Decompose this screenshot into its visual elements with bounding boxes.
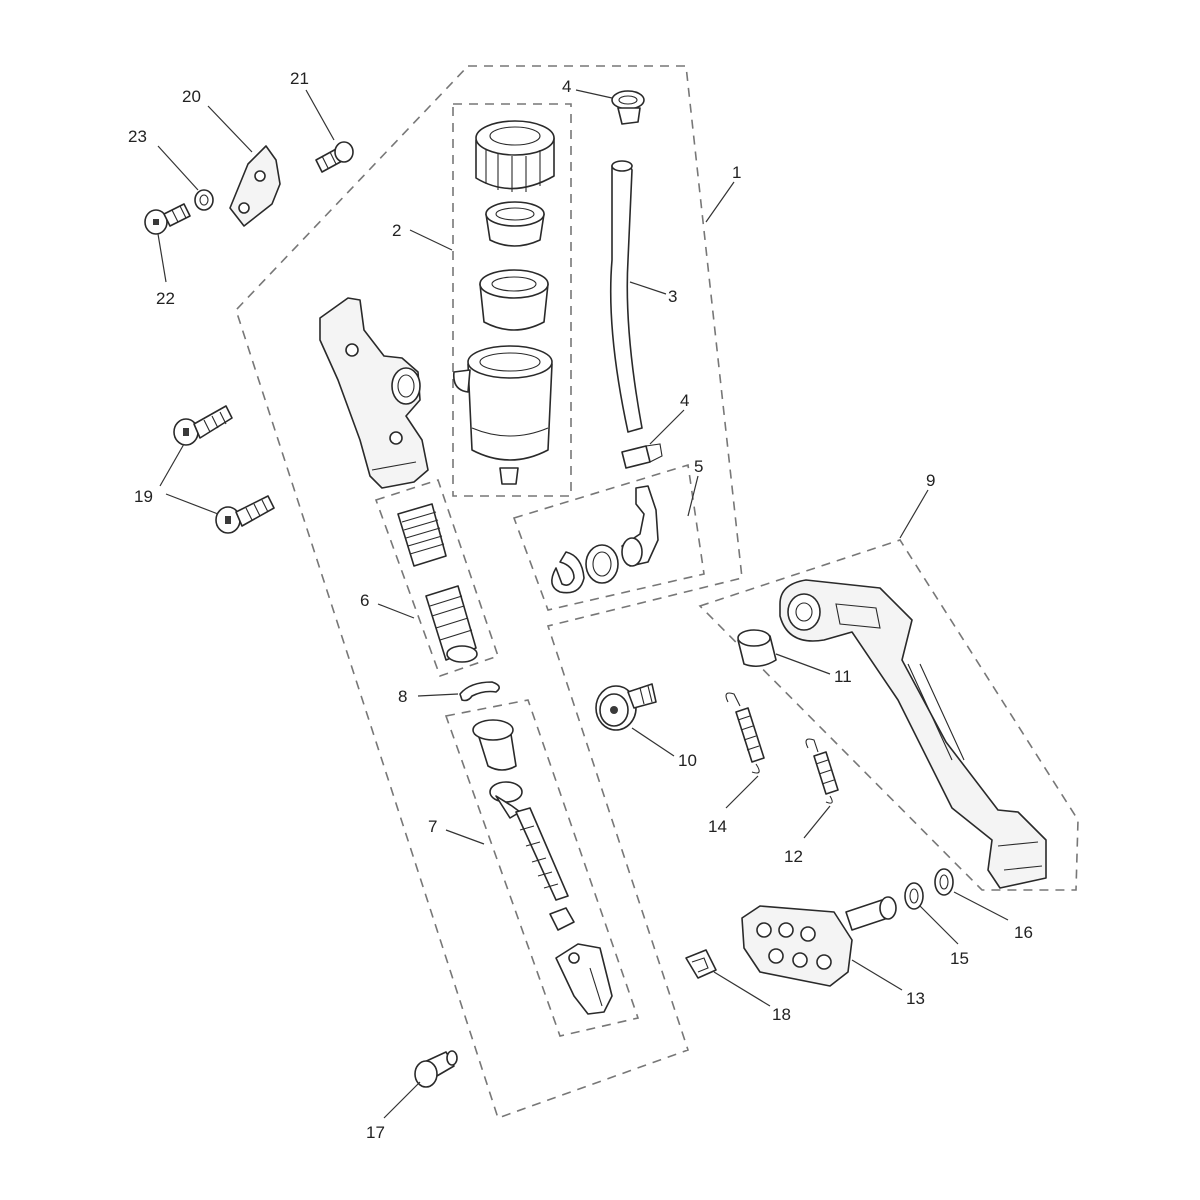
- callout-21: 21: [290, 69, 309, 88]
- callout-3: 3: [668, 287, 677, 306]
- leader-15: [919, 905, 959, 945]
- washer-inner: [904, 882, 924, 910]
- leader-4b: [649, 409, 685, 445]
- callout-7: 7: [428, 817, 437, 836]
- mounting-bolt-lower: [215, 495, 275, 534]
- return-spring-large: [725, 692, 765, 774]
- callout-15: 15: [950, 949, 969, 968]
- push-rod-assembly: [472, 719, 613, 1015]
- leader-lines: [157, 89, 1009, 1119]
- hose-clip-upper: [611, 90, 645, 125]
- leader-4a: [575, 89, 613, 99]
- leader-13: [851, 959, 903, 991]
- leader-9: [899, 489, 929, 539]
- callout-19: 19: [134, 487, 153, 506]
- leader-8: [417, 693, 459, 697]
- leader-7: [445, 829, 485, 845]
- leader-6: [377, 603, 415, 619]
- leader-11: [775, 653, 831, 675]
- leader-19b: [165, 493, 219, 515]
- callout-18: 18: [772, 1005, 791, 1024]
- callout-8: 8: [398, 687, 407, 706]
- leader-21: [305, 89, 335, 141]
- callout-4-lower: 4: [680, 391, 689, 410]
- group-outline-5: [512, 463, 705, 611]
- leader-17: [383, 1081, 421, 1119]
- bracket-bolt: [315, 141, 354, 173]
- callout-5: 5: [694, 457, 703, 476]
- circlip: [459, 681, 500, 702]
- leader-18: [713, 971, 771, 1007]
- leader-1: [705, 181, 735, 223]
- callout-10: 10: [678, 751, 697, 770]
- banjo-elbow-parts: [551, 485, 659, 594]
- group-outlines: [235, 65, 1079, 1120]
- return-spring-small: [805, 738, 839, 804]
- leader-20: [207, 105, 253, 153]
- callout-20: 20: [182, 87, 201, 106]
- bracket-plate: [229, 145, 281, 227]
- bracket-washer: [194, 189, 214, 211]
- small-bolt: [144, 203, 191, 235]
- callout-16: 16: [1014, 923, 1033, 942]
- leader-12: [803, 805, 831, 839]
- spring-and-piston: [397, 503, 478, 663]
- group-outline-6: [374, 478, 500, 678]
- callout-13: 13: [906, 989, 925, 1008]
- clevis-pin: [414, 1050, 458, 1088]
- leader-22: [157, 233, 167, 283]
- reservoir-hose: [609, 160, 643, 433]
- callout-9: 9: [926, 471, 935, 490]
- callout-1: 1: [732, 163, 741, 182]
- callout-12: 12: [784, 847, 803, 866]
- leader-14: [725, 775, 759, 809]
- callout-17: 17: [366, 1123, 385, 1142]
- group-outline-2: [452, 103, 572, 497]
- master-cylinder-body: [319, 297, 429, 489]
- hose-clip-lower: [621, 443, 663, 469]
- retaining-clip: [685, 949, 717, 979]
- leader-2: [409, 229, 453, 251]
- callout-14: 14: [708, 817, 727, 836]
- leader-19a: [159, 443, 185, 487]
- group-outline-1: [235, 65, 743, 1120]
- group-outline-9: [698, 539, 1079, 891]
- pivot-bolt: [595, 683, 657, 731]
- mounting-bolt-upper: [173, 405, 233, 446]
- reservoir-assembly: [452, 120, 555, 485]
- callout-4-upper: 4: [562, 77, 571, 96]
- callout-22: 22: [156, 289, 175, 308]
- footrest-peg: [741, 896, 897, 987]
- washer-outer: [934, 868, 954, 896]
- pivot-sleeve: [737, 629, 777, 668]
- group-outline-7: [444, 699, 640, 1037]
- callout-23: 23: [128, 127, 147, 146]
- brake-pedal: [779, 579, 1047, 889]
- callout-labels: 1 2 3 4 4 5 6 7 8 9 10 11 12 13 14 15 16…: [128, 69, 1033, 1142]
- callout-2: 2: [392, 221, 401, 240]
- leader-10: [631, 727, 675, 757]
- leader-3: [629, 281, 667, 295]
- leader-16: [953, 891, 1009, 921]
- leader-5: [687, 475, 699, 517]
- callout-6: 6: [360, 591, 369, 610]
- callout-11: 11: [834, 667, 852, 686]
- leader-23: [157, 145, 199, 191]
